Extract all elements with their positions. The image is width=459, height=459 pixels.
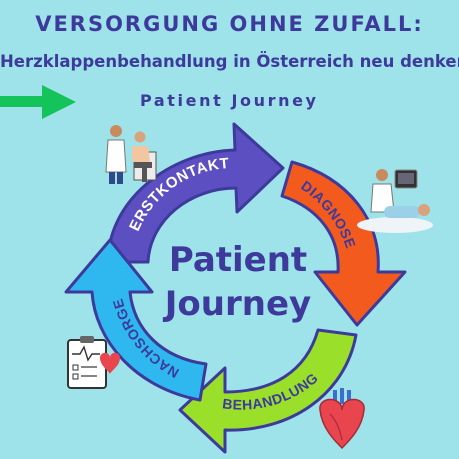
medical-report-icon: [67, 336, 120, 389]
center-label-line1: Patient: [168, 240, 308, 280]
green-arrow-icon: [0, 85, 76, 119]
doctor-patient-icon: [105, 125, 157, 184]
ultrasound-doctor-icon: [357, 169, 433, 233]
diagnose-arrow: [280, 160, 407, 327]
heart-organ-icon: [319, 388, 365, 450]
page-title: VERSORGUNG OHNE ZUFALL:: [35, 12, 424, 36]
center-label-line2: Journey: [164, 284, 312, 324]
nachsorge-arrow: [64, 238, 208, 402]
behandlung-arrow: [178, 328, 358, 454]
erstkontakt-arrow: [106, 122, 285, 264]
center-label: Patient Journey: [158, 238, 318, 326]
tagline: Patient Journey: [140, 91, 319, 110]
page-subtitle: Herzklappenbehandlung in Österreich neu …: [0, 52, 459, 71]
